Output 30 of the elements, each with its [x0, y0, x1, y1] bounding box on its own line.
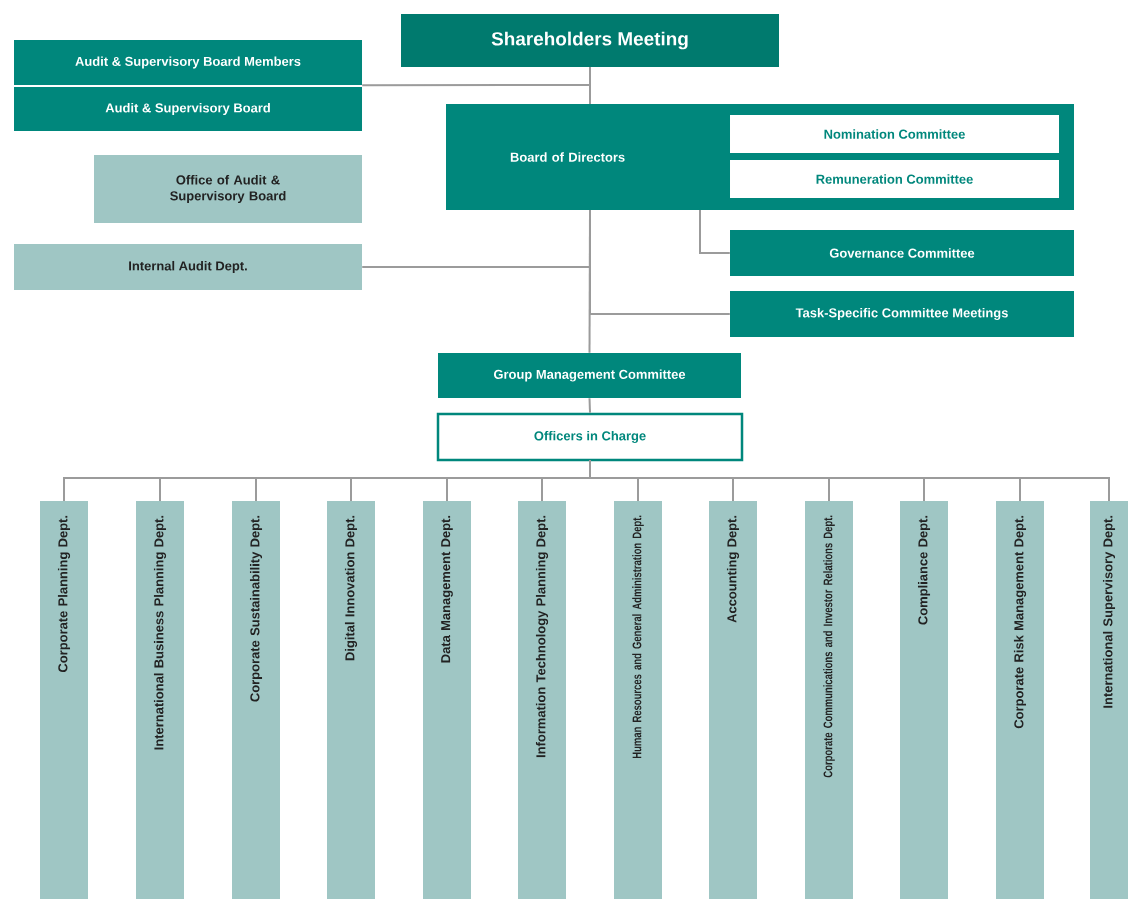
- department-bar: Corporate Risk Management Dept.: [996, 501, 1044, 899]
- committee-box: Remuneration Committee: [730, 160, 1059, 198]
- officer-box: Officers in Charge: [436, 412, 744, 462]
- committee-box: Audit & Supervisory Board Members: [14, 40, 362, 85]
- committee-box: Nomination Committee: [730, 115, 1059, 153]
- connector-line: [699, 209, 731, 254]
- office-box: Office of Audit & Supervisory Board: [94, 155, 362, 223]
- department-bar: Data Management Dept.: [423, 501, 471, 899]
- connector-line: [361, 66, 591, 87]
- department-bar: Corporate Sustainability Dept.: [232, 501, 280, 899]
- department-bar: Information Technology Planning Dept.: [518, 501, 566, 899]
- heading-box: Shareholders Meeting: [401, 14, 779, 67]
- connector-line: [589, 459, 1110, 502]
- department-bar: Digital Innovation Dept.: [327, 501, 375, 899]
- department-bar: International Business Planning Dept.: [136, 501, 184, 899]
- department-bar: Corporate Communications and Investor Relations Dept.: [805, 501, 853, 899]
- department-bar: International Supervisory Dept.: [1090, 501, 1128, 899]
- department-bar: Human Resources and General Administration Dept.: [614, 501, 662, 899]
- node-label: Audit & Supervisory Board Members: [75, 56, 301, 69]
- connector-line: [588, 397, 591, 414]
- committee-box: Governance Committee: [730, 230, 1074, 276]
- connector-line: [588, 209, 591, 354]
- committee-box: Audit & Supervisory Board: [14, 87, 362, 131]
- department-bar: Accounting Dept.: [709, 501, 757, 899]
- department-bar: Corporate Planning Dept.: [40, 501, 88, 899]
- committee-box: Task-Specific Committee Meetings: [730, 291, 1074, 337]
- office-box: Internal Audit Dept.: [14, 244, 362, 290]
- department-bar: Compliance Dept.: [900, 501, 948, 899]
- committee-box: Group Management Committee: [438, 353, 741, 398]
- node-label: Audit & Supervisory Board: [105, 102, 270, 116]
